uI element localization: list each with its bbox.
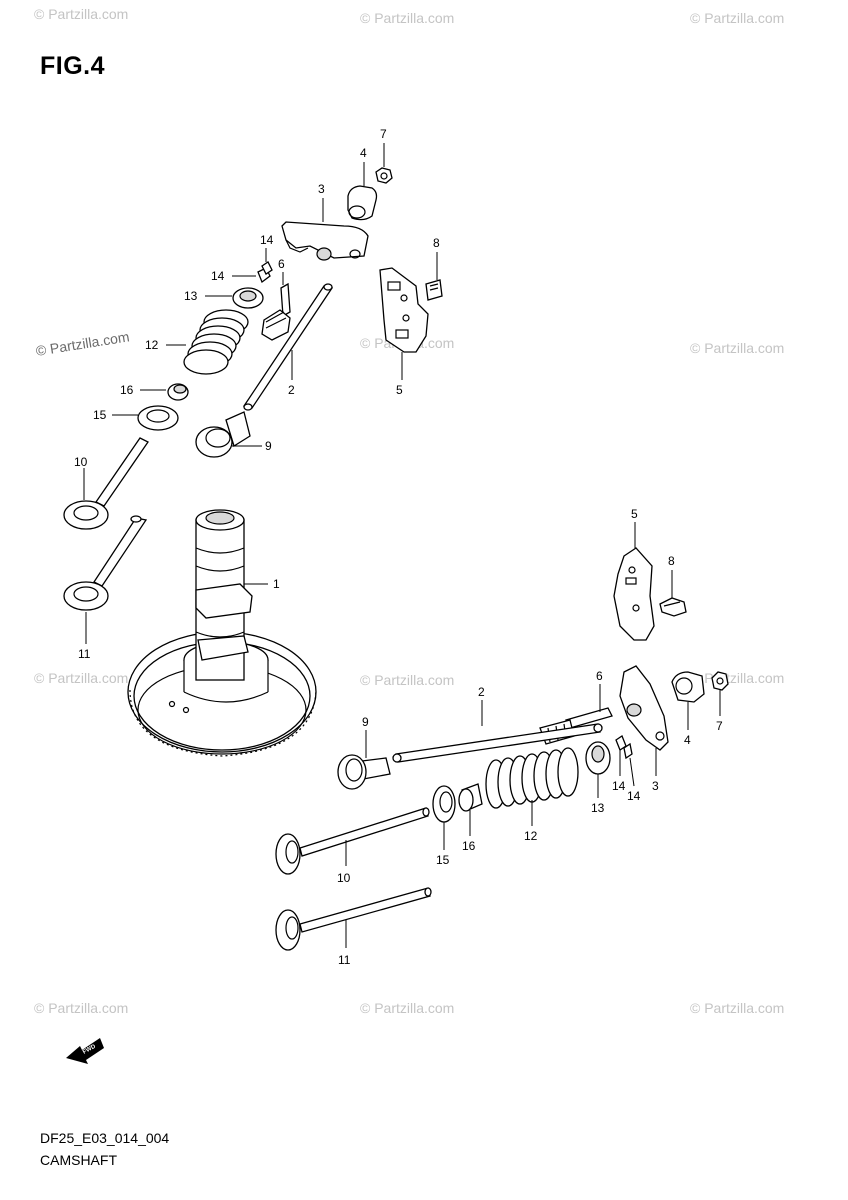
callout-4: 4	[684, 733, 691, 747]
callout-8: 8	[433, 236, 440, 250]
part-10-valve-lower	[275, 807, 430, 875]
fwd-arrow-icon: FWD	[66, 1038, 104, 1064]
watermark: © Partzilla.com	[34, 1000, 129, 1016]
callout-3: 3	[318, 182, 325, 196]
callout-2: 2	[288, 383, 295, 397]
part-5-bracket-lower	[613, 547, 655, 641]
callout-1: 1	[273, 577, 280, 591]
watermark: © Partzilla.com	[690, 1000, 785, 1016]
part-11-valve-upper	[63, 515, 148, 611]
callout-14: 14	[627, 789, 641, 803]
callout-16: 16	[462, 839, 476, 853]
part-9-lifter-upper	[195, 411, 251, 458]
callout-11: 11	[338, 953, 351, 967]
part-4-cap-lower	[671, 671, 705, 703]
callout-7: 7	[716, 719, 723, 733]
diagram-name: CAMSHAFT	[40, 1152, 117, 1168]
callout-10: 10	[74, 455, 88, 469]
callout-6: 6	[278, 257, 285, 271]
part-12-spring-lower	[485, 747, 579, 809]
callout-10: 10	[337, 871, 351, 885]
callout-9: 9	[362, 715, 369, 729]
part-11-valve-lower	[275, 887, 432, 951]
callout-3: 3	[652, 779, 659, 793]
callout-15: 15	[93, 408, 107, 422]
part-5-bracket-upper	[379, 267, 429, 353]
part-10-valve-upper	[63, 437, 149, 530]
callout-5: 5	[631, 507, 638, 521]
callout-13: 13	[591, 801, 605, 815]
callout-12: 12	[145, 338, 159, 352]
callout-9: 9	[265, 439, 272, 453]
figure-title: FIG.4	[40, 52, 106, 80]
part-9-lifter-lower	[337, 754, 391, 790]
part-15-washer-lower	[432, 785, 456, 823]
part-6-screw-upper	[261, 282, 291, 341]
part-13-retainer-upper	[232, 287, 264, 309]
watermark: © Partzilla.com	[360, 672, 455, 688]
part-1-camshaft	[127, 509, 317, 757]
callout-8: 8	[668, 554, 675, 568]
watermark: © Partzilla.com	[360, 1000, 455, 1016]
callout-5: 5	[396, 383, 403, 397]
part-14-cotter-lower	[615, 735, 633, 760]
watermark: © Partzilla.com	[34, 670, 129, 686]
callout-14: 14	[260, 233, 274, 247]
part-14-cotter-upper	[257, 261, 273, 284]
part-8-bolt-lower	[659, 597, 687, 617]
callout-14: 14	[211, 269, 225, 283]
part-8-bolt-upper	[425, 279, 443, 301]
part-4-cap-upper	[347, 185, 378, 221]
watermark: © Partzilla.com	[690, 10, 785, 26]
part-12-spring-upper	[183, 309, 249, 375]
diagram-code: DF25_E03_014_004	[40, 1130, 170, 1146]
callout-12: 12	[524, 829, 538, 843]
part-7-nut-lower	[711, 671, 729, 691]
watermark: © Partzilla.com	[34, 6, 129, 22]
callout-2: 2	[478, 685, 485, 699]
part-16-seal-lower	[458, 783, 483, 812]
part-3-rocker-arm-lower	[619, 665, 669, 751]
part-15-washer-upper	[137, 405, 179, 431]
part-3-rocker-arm-upper	[281, 221, 369, 261]
part-2-push-rod-lower	[392, 723, 603, 763]
part-16-seal-upper	[167, 383, 189, 401]
callout-13: 13	[184, 289, 198, 303]
part-2-push-rod-upper	[242, 283, 334, 411]
callout-16: 16	[120, 383, 134, 397]
callout-11: 11	[78, 647, 91, 661]
callout-7: 7	[380, 127, 387, 141]
watermark: © Partzilla.com	[360, 10, 455, 26]
callout-4: 4	[360, 146, 367, 160]
watermark: © Partzilla.com	[690, 340, 785, 356]
callout-15: 15	[436, 853, 450, 867]
callout-6: 6	[596, 669, 603, 683]
part-13-retainer-lower	[585, 741, 611, 775]
callout-14: 14	[612, 779, 626, 793]
part-7-nut-upper	[375, 167, 393, 184]
